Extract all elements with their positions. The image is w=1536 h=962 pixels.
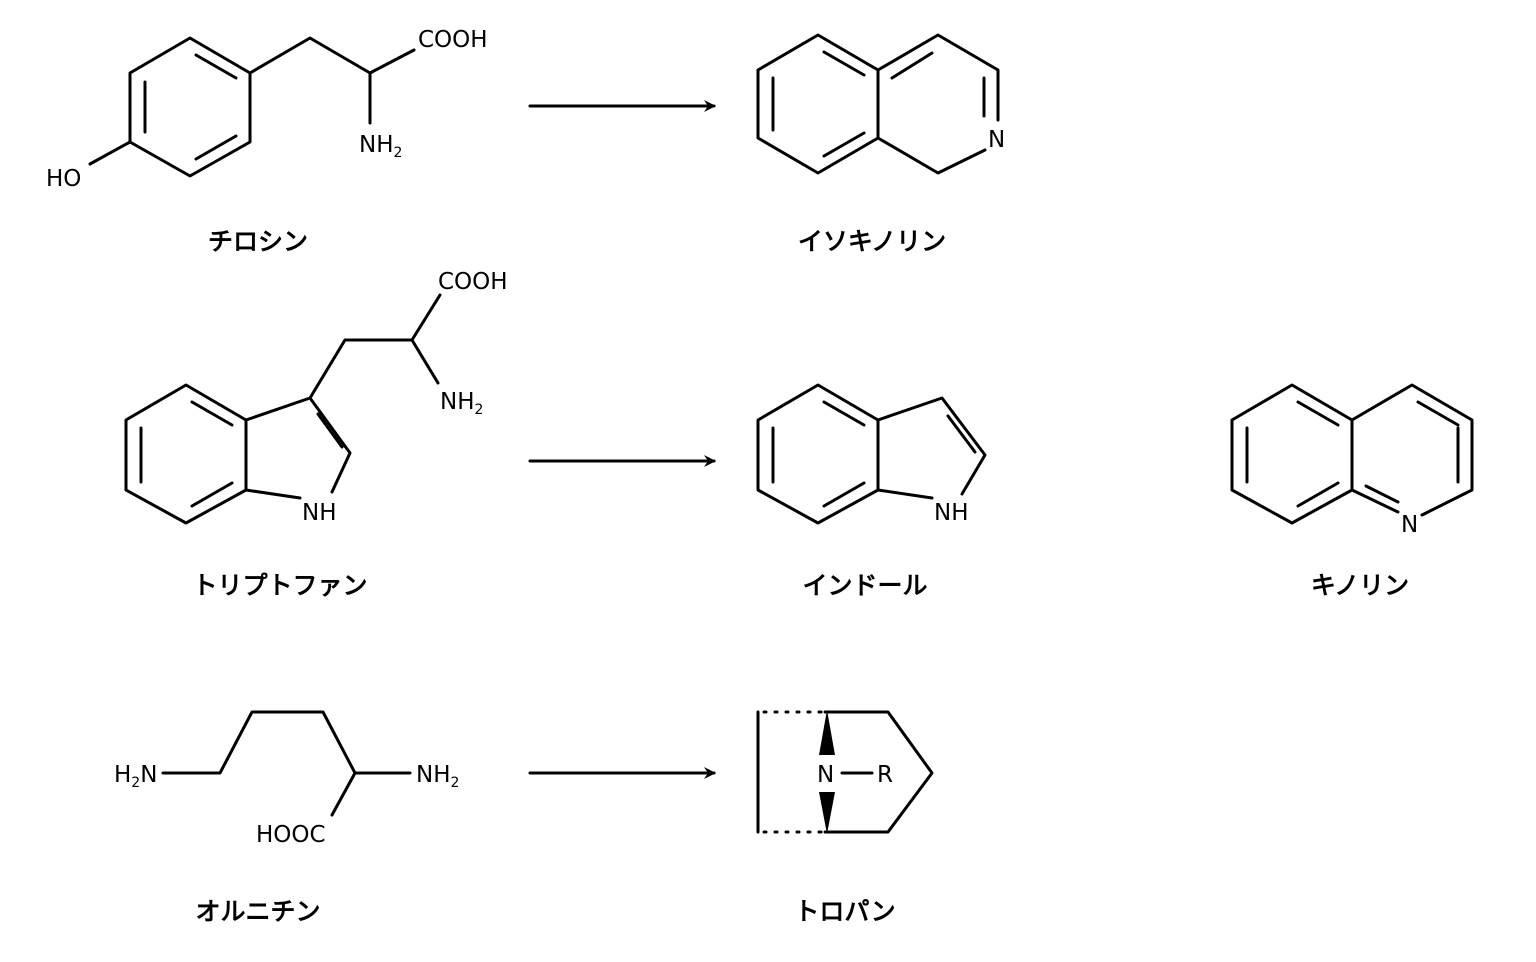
isoquinoline-structure: N [756,33,1005,175]
ring-nh-label: NH [302,500,337,526]
isoquinoline-label: イソキノリン [798,227,946,256]
indole-structure: NH [756,383,987,526]
quinoline-label: キノリン [1311,571,1409,600]
r-group-label: R [877,762,893,788]
amino-label: NH2 [440,389,483,418]
tropane-label: トロパン [794,897,895,926]
carboxyl-label: HOOC [256,822,326,848]
amino-label-right: NH2 [416,762,459,791]
hydroxyl-label: HO [46,166,81,192]
tyrosine-label: チロシン [208,227,308,256]
nitrogen-label: N [1401,512,1418,538]
quinoline-structure: N [1230,383,1474,538]
amino-label-left: H2N [114,762,157,791]
tryptophan-structure: NH COOH NH2 [124,269,508,526]
carboxyl-label: COOH [438,269,508,295]
tryptophan-label: トリプトファン [192,571,367,600]
carboxyl-label: COOH [418,27,488,53]
nitrogen-label: N [817,762,834,788]
nh-label: NH [934,500,969,526]
nitrogen-label: N [988,127,1005,153]
ornithine-structure: H2N NH2 HOOC [114,710,459,848]
tyrosine-structure: HO COOH NH2 [46,27,488,192]
amino-label: NH2 [359,132,402,161]
indole-label: インドール [802,571,927,600]
tropane-structure: N R [756,710,934,834]
ornithine-label: オルニチン [195,897,320,926]
